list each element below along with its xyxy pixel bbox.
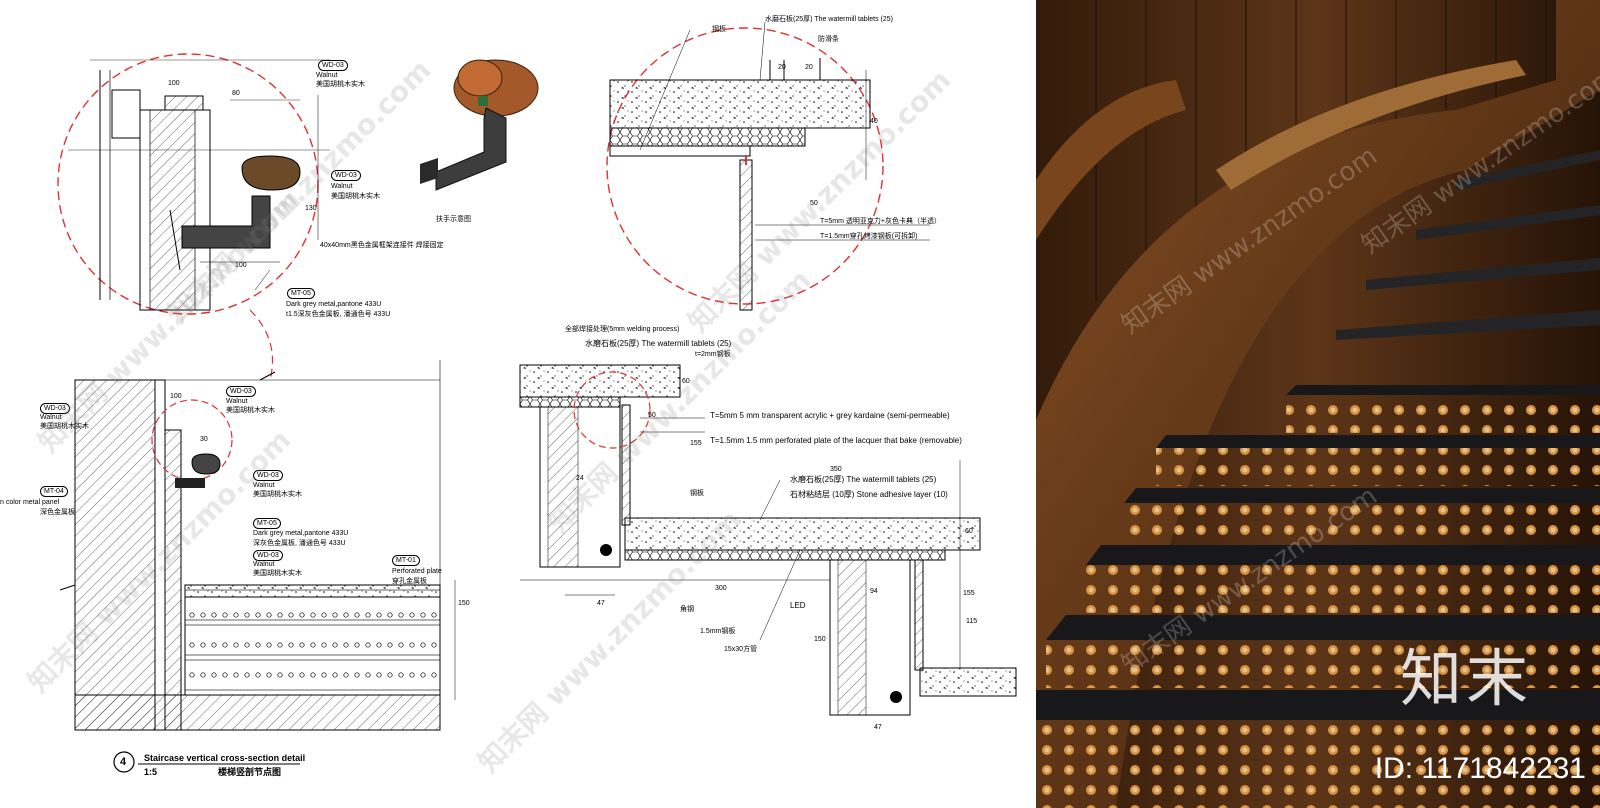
dim-a-1: 100 <box>168 80 180 87</box>
dim-a-4: 100 <box>235 262 247 269</box>
dim-r-10: 155 <box>963 590 975 597</box>
dim-r-11: 115 <box>966 618 978 625</box>
label-welding: 全部焊接处理(5mm welding process) <box>565 326 680 333</box>
label-walnut-s1: Walnut <box>40 414 62 421</box>
dim-r-1: 60 <box>682 378 690 385</box>
handrail-3d <box>420 59 539 191</box>
dim-r-12: 150 <box>814 636 826 643</box>
title-scale: 1:5 <box>144 767 158 777</box>
label-tube: 15x30方管 <box>724 646 758 653</box>
label-walnut-cn-s2: 美国胡桃木实木 <box>226 407 275 414</box>
dim-r-5: 350 <box>830 466 842 473</box>
dim-r-4: 155 <box>690 440 702 447</box>
label-metal-s: Dark grey metal,pantone 433U <box>253 530 349 537</box>
title-en: Staircase vertical cross-section detail <box>144 753 306 763</box>
dim-s-3: 150 <box>458 600 470 607</box>
label-tablets-2: 水磨石板(25厚) The watermill tablets (25) <box>790 475 937 484</box>
detail-b-steel: 钢板 <box>712 26 726 33</box>
detail-b-top-label: 水磨石板(25厚) The watermill tablets (25) <box>765 16 893 23</box>
tag-mt01: MT-01 <box>392 555 420 566</box>
tag-wd03-s4: WD-03 <box>253 550 283 561</box>
label-walnut-cn-a2: 美国胡桃木实木 <box>331 193 380 200</box>
staircase-photo: 知末网 www.znzmo.com 知末网 www.znzmo.com 知末网 … <box>1036 0 1600 808</box>
detail-b-note2: T=1.5mm穿孔烤漆钢板(可拆卸) <box>820 233 918 240</box>
dim-s-1: 100 <box>170 393 182 400</box>
dim-r-6: 300 <box>715 585 727 592</box>
label-tablets-1: 水磨石板(25厚) The watermill tablets (25) <box>585 339 732 348</box>
title-cn: 楼梯竖剖节点图 <box>218 767 282 777</box>
dim-b-3: 40 <box>870 118 878 125</box>
label-walnut-cn-s3: 美国胡桃木实木 <box>253 491 302 498</box>
dim-r-7: 47 <box>597 600 605 607</box>
label-led: LED <box>790 601 806 610</box>
label-walnut-s4: Walnut <box>253 561 275 568</box>
image-id: ID: 1171842231 <box>1374 752 1586 785</box>
label-steel: 钢板 <box>690 490 704 497</box>
tag-mt05-s: MT-05 <box>253 518 281 529</box>
label-acrylic: T=5mm 5 mm transparent acrylic + grey ka… <box>710 411 950 420</box>
dim-r-9: 94 <box>870 588 878 595</box>
staircase-photo-art <box>1036 0 1600 808</box>
dim-s-2: 30 <box>200 436 208 443</box>
label-metal-panel: n color metal panel <box>0 499 60 506</box>
label-walnut-a1: Walnut <box>316 72 338 79</box>
label-perforated: Perforated plate <box>392 568 442 575</box>
connector-note: 40x40mm黑色金属框架连接件 焊接固定 <box>320 242 444 249</box>
tag-wd03-a2: WD-03 <box>331 170 361 181</box>
dim-r-13: 47 <box>874 724 882 731</box>
dim-r-3: 24 <box>576 475 584 482</box>
dim-b-4: 50 <box>810 200 818 207</box>
label-angle: 角钢 <box>680 606 694 613</box>
tag-wd03-a1: WD-03 <box>318 60 348 71</box>
dim-r-2: 50 <box>648 412 656 419</box>
tag-mt04: MT-04 <box>40 486 68 497</box>
drawing-lines <box>57 21 1017 773</box>
detail-a <box>57 53 330 315</box>
label-metal-cn-s: 深灰色金属板, 潘通色号 433U <box>253 540 346 547</box>
detail-b <box>606 21 930 311</box>
section-left <box>59 360 456 731</box>
tag-wd03-s1: WD-03 <box>40 403 70 414</box>
label-walnut-cn-a1: 美国胡桃木实木 <box>316 81 365 88</box>
label-walnut-s3: Walnut <box>253 482 275 489</box>
label-t2: t=2mm钢板 <box>695 351 731 358</box>
handrail-note: 扶手示意图 <box>436 216 471 223</box>
dim-a-2: 80 <box>232 90 240 97</box>
label-adhesive: 石材粘结层 (10厚) Stone adhesive layer (10) <box>790 490 948 499</box>
label-perforated-cn: 穿孔金属板 <box>392 578 427 585</box>
title-number: 4 <box>120 756 127 768</box>
label-walnut-cn-s1: 美国胡桃木实木 <box>40 423 89 430</box>
label-walnut-a2: Walnut <box>331 183 353 190</box>
brand-logo: 知末 <box>1399 642 1532 715</box>
dim-b-1: 20 <box>778 64 786 71</box>
detail-b-note1: T=5mm 透明亚克力+灰色卡典（半透） <box>820 218 941 225</box>
dim-r-8: 60 <box>965 528 973 535</box>
label-walnut-cn-s4: 美国胡桃木实木 <box>253 570 302 577</box>
tag-mt05-a: MT-05 <box>287 288 315 299</box>
dim-a-3: 130 <box>305 205 317 212</box>
label-metal-cn-a: t1.5深灰色金属板, 潘通色号 433U <box>286 311 391 318</box>
technical-drawing: 100 80 130 100 WD-03 Walnut 美国胡桃木实木 WD-0… <box>0 16 1017 779</box>
section-right <box>519 364 1017 716</box>
label-perforated-plate: T=1.5mm 1.5 mm perforated plate of the l… <box>710 436 962 445</box>
tag-wd03-s2: WD-03 <box>226 386 256 397</box>
label-plate15: 1.5mm钢板 <box>700 628 736 635</box>
detail-b-anchor: 防滑条 <box>818 36 839 43</box>
tag-wd03-s3: WD-03 <box>253 470 283 481</box>
label-metal-a: Dark grey metal,pantone 433U <box>286 301 382 308</box>
dim-b-2: 20 <box>805 64 813 71</box>
label-metal-panel-cn: 深色金属板 <box>40 509 75 516</box>
label-walnut-s2: Walnut <box>226 398 248 405</box>
